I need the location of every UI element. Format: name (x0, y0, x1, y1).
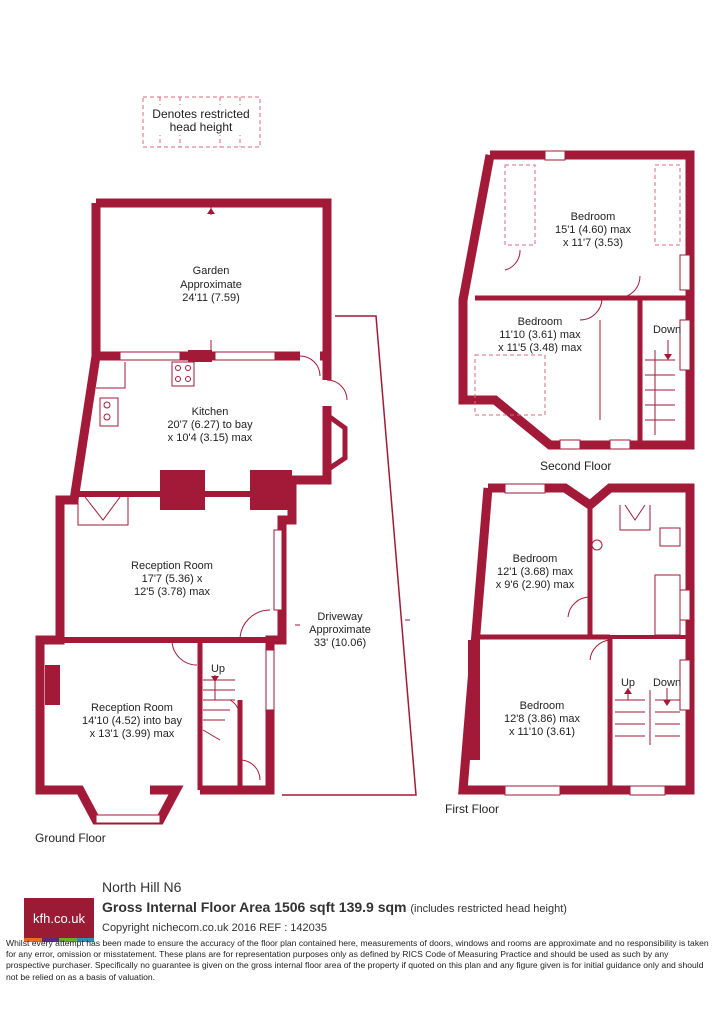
first-floor-plan (458, 483, 695, 796)
kfh-logo: kfh.co.uk (24, 898, 94, 938)
disclaimer: Whilst every attempt has been made to en… (6, 938, 709, 982)
ff-stairs-up-label: Up (621, 677, 635, 689)
ground-floor-plan (35, 198, 417, 825)
garden-dimensions: 24'11 (7.59) (182, 292, 240, 304)
reception1-label: Reception Room (131, 560, 213, 572)
sf-stairs-down-label: Down (653, 324, 681, 336)
sf-bedroom2-dim1: 11'10 (3.61) max (499, 329, 581, 341)
legend-text-line1: Denotes restricted (152, 107, 249, 121)
second-floor-label: Second Floor (540, 459, 611, 473)
kitchen-dim1: 20'7 (6.27) to bay (167, 419, 253, 431)
ff-bedroom1-dim1: 12'1 (3.68) max (497, 566, 574, 578)
sf-bedroom1-label: Bedroom (571, 211, 616, 223)
sf-bedroom1-dim2: x 11'7 (3.53) (563, 237, 623, 249)
ff-bedroom1-label: Bedroom (513, 553, 558, 565)
driveway-outline (282, 315, 417, 796)
kitchen-label: Kitchen (192, 406, 229, 418)
property-address: North Hill N6 (102, 879, 182, 895)
restricted-height-legend: Denotes restricted head height (142, 96, 261, 148)
garden-approx: Approximate (180, 279, 242, 291)
floor-area-value: Gross Internal Floor Area 1506 sqft 139.… (102, 899, 407, 915)
second-floor-plan (458, 150, 695, 450)
reception2-dim1: 14'10 (4.52) into bay (82, 715, 182, 727)
logo-stripe (24, 938, 94, 942)
copyright: Copyright nichecom.co.uk 2016 REF : 1420… (102, 922, 328, 934)
kitchen-dim2: x 10'4 (3.15) max (168, 432, 253, 444)
sf-bedroom1-dim1: 15'1 (4.60) max (555, 224, 632, 236)
driveway-dimensions: 33' (10.06) (314, 637, 366, 649)
floor-area: Gross Internal Floor Area 1506 sqft 139.… (102, 899, 567, 915)
first-floor-label: First Floor (445, 802, 499, 816)
ground-floor-label: Ground Floor (35, 831, 106, 845)
reception1-dim2: 12'5 (3.78) max (134, 586, 211, 598)
ff-bedroom1-dim2: x 9'6 (2.90) max (496, 579, 575, 591)
ff-stairs-down-label: Down (653, 677, 681, 689)
ff-bedroom2-label: Bedroom (520, 700, 565, 712)
driveway-label: Driveway (317, 611, 363, 623)
sf-bedroom2-label: Bedroom (518, 316, 563, 328)
room-labels: Garden Approximate 24'11 (7.59) Kitchen … (35, 211, 681, 845)
legend-text-line2: head height (170, 120, 233, 134)
gf-stairs-up-label: Up (211, 663, 225, 675)
garden-wall (91, 198, 332, 356)
ff-bedroom2-dim2: x 11'10 (3.61) (509, 726, 575, 738)
reception2-dim2: x 13'1 (3.99) max (90, 728, 175, 740)
reception1-dim1: 17'7 (5.36) x (142, 573, 203, 585)
sf-bedroom2-dim2: x 11'5 (3.48) max (498, 342, 582, 354)
floor-plan: Denotes restricted head height (35, 96, 695, 845)
driveway-approx: Approximate (309, 624, 371, 636)
garden-label: Garden (193, 265, 230, 277)
ff-bedroom2-dim1: 12'8 (3.86) max (504, 713, 581, 725)
floor-area-note: (includes restricted head height) (410, 903, 567, 915)
reception2-label: Reception Room (91, 702, 173, 714)
